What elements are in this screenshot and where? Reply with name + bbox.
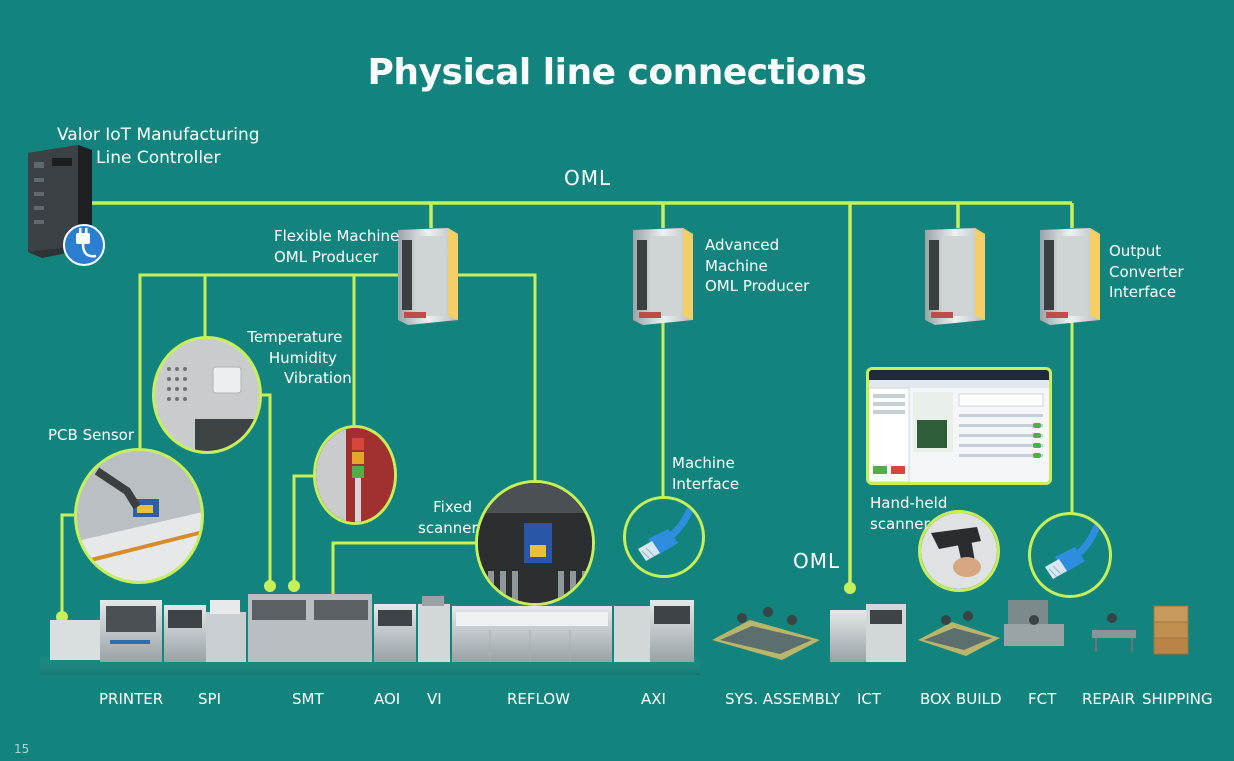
controller-label: Valor IoT Manufacturing Line Controller	[57, 125, 260, 168]
fct-station	[1004, 600, 1064, 646]
station-vi: VI	[427, 690, 442, 708]
ict-machine	[830, 604, 906, 662]
barcode-scanner-icon	[918, 510, 1000, 592]
smt-machine	[248, 594, 372, 662]
output-converter-label: Output Converter Interface	[1109, 242, 1184, 301]
machine-interface-label: Machine Interface	[672, 454, 740, 493]
station-box-build: BOX BUILD	[920, 690, 1002, 708]
aoi-machine	[374, 604, 416, 662]
line-controller-device	[28, 145, 92, 258]
sys-assembly-area	[712, 607, 820, 660]
station-reflow: REFLOW	[507, 690, 570, 708]
vi-machine	[418, 596, 450, 662]
box-build-pc	[925, 228, 985, 325]
station-ict: ICT	[857, 690, 882, 708]
flexible-producer-label: Flexible Machine OML Producer	[274, 227, 400, 266]
reflow-oven	[452, 606, 612, 662]
station-spi: SPI	[198, 690, 221, 708]
station-fct: FCT	[1028, 690, 1057, 708]
slide-title: Physical line connections	[367, 52, 867, 93]
advanced-producer-pc	[633, 228, 693, 325]
oml-bus	[90, 201, 1074, 586]
oml-label-top: OML	[564, 166, 612, 190]
signal-tower-icon	[313, 425, 397, 525]
box-build-area	[918, 611, 1000, 656]
env-sensor-photo	[152, 336, 262, 454]
station-axi: AXI	[641, 690, 666, 708]
pcb-sensor-label: PCB Sensor	[48, 426, 134, 444]
spi-machine	[164, 605, 206, 662]
env-sensor-label: Temperature Humidity Vibration	[247, 328, 352, 387]
power-plug-icon	[63, 224, 105, 266]
axi-machine	[614, 600, 694, 662]
station-printer: PRINTER	[99, 690, 164, 708]
page-number: 15	[14, 742, 30, 756]
advanced-producer-label: Advanced Machine OML Producer	[705, 236, 810, 295]
oml-label-mid: OML	[793, 549, 841, 573]
production-line	[40, 594, 700, 675]
fixed-scanner-label: Fixed scanner	[418, 498, 478, 537]
flexible-producer-pc	[398, 228, 458, 325]
mes-dashboard-screen	[866, 367, 1052, 485]
printer-machine	[50, 600, 162, 662]
fixed-scanner-photo	[475, 480, 595, 606]
handheld-scanner-label: Hand-held scanner	[870, 494, 948, 533]
repair-station	[1092, 613, 1136, 652]
shipping-boxes	[1153, 605, 1189, 655]
output-converter-pc	[1040, 228, 1100, 325]
station-aoi: AOI	[374, 690, 401, 708]
station-shipping: SHIPPING	[1142, 690, 1213, 708]
ethernet-cable-icon	[1028, 512, 1112, 598]
station-smt: SMT	[292, 690, 324, 708]
station-sys-assembly: SYS. ASSEMBLY	[725, 690, 841, 708]
conveyor-1	[206, 600, 246, 662]
ethernet-cable-icon	[623, 496, 705, 578]
station-repair: REPAIR	[1082, 690, 1136, 708]
pcb-sensor-photo	[74, 448, 204, 584]
